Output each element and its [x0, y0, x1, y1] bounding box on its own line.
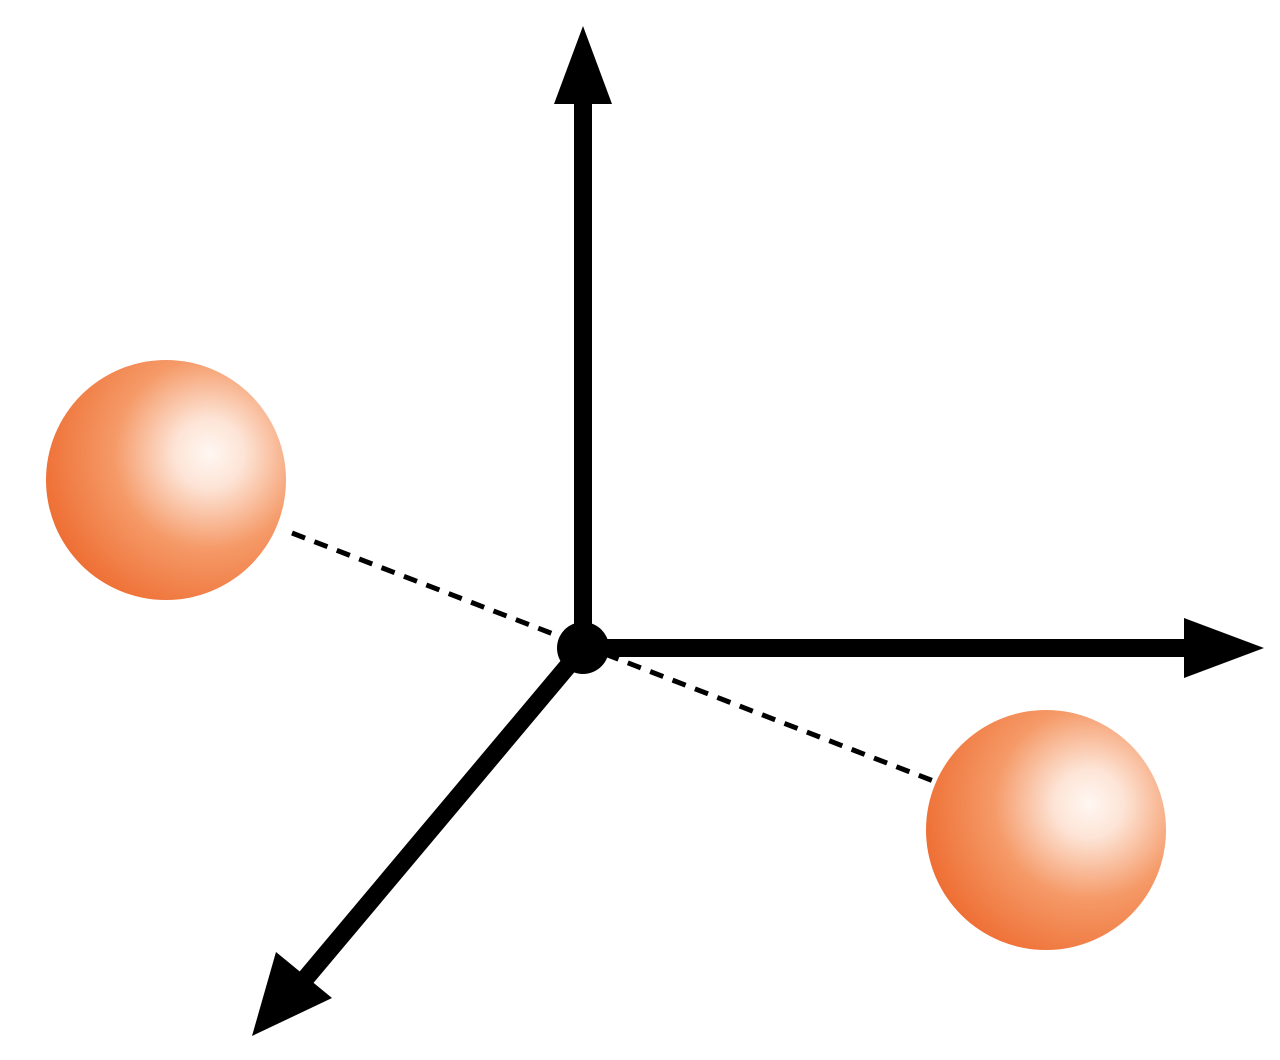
vertical-axis-arrowhead: [554, 26, 612, 104]
depth-axis-arrowhead: [252, 952, 332, 1036]
horizontal-axis-arrowhead: [1184, 618, 1264, 678]
bond-dashed-line: [291, 530, 937, 785]
origin-point: [557, 622, 609, 674]
depth-axis: [252, 639, 592, 1036]
right-sphere: [926, 710, 1166, 950]
left-sphere: [46, 360, 286, 600]
vertical-axis: [554, 26, 612, 657]
horizontal-axis: [574, 618, 1264, 678]
